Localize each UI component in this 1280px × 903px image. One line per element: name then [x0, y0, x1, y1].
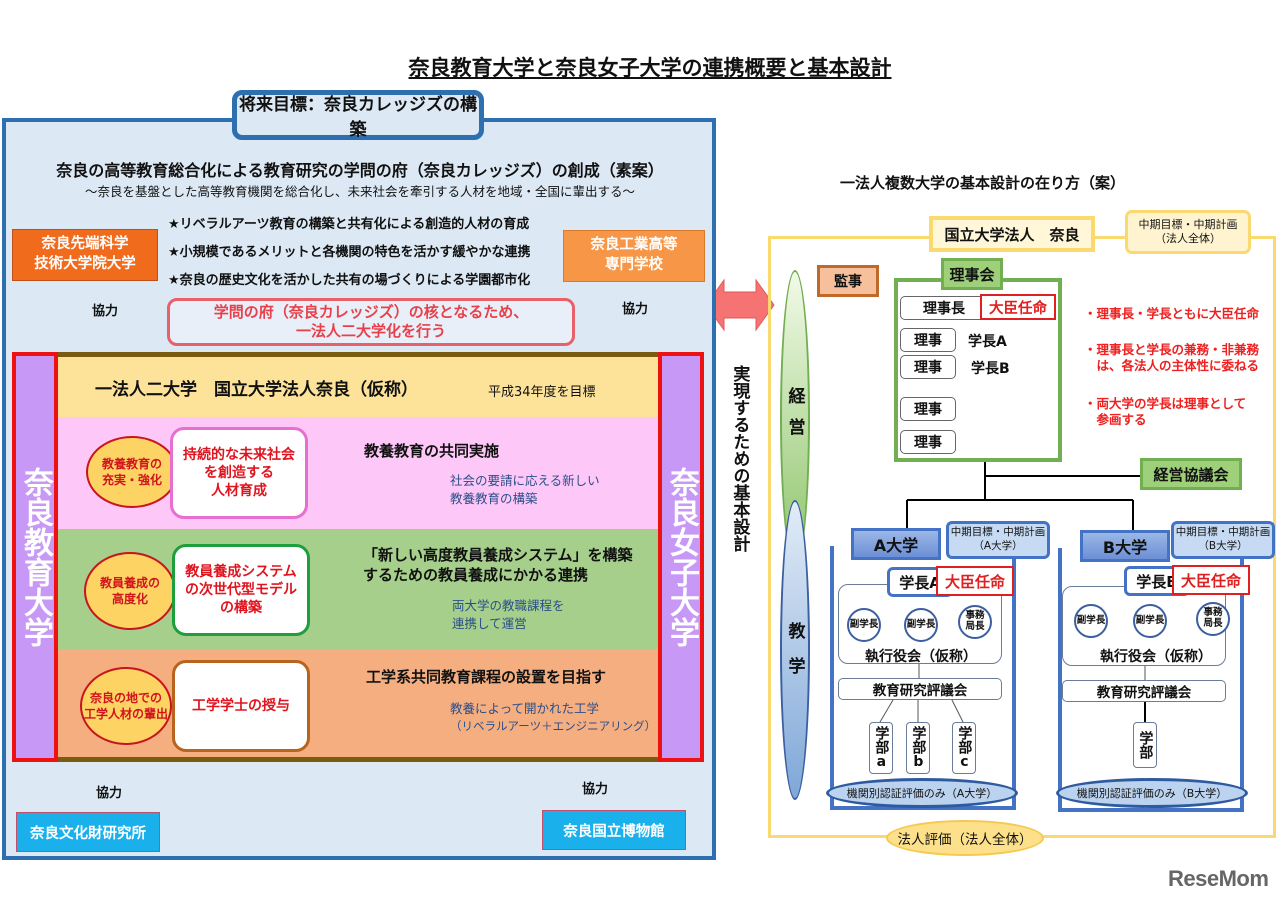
- vice-president: 副学長: [847, 608, 881, 642]
- cooperation-label: 協力: [622, 302, 649, 317]
- resemom-logo: ReseMom: [1168, 866, 1269, 891]
- row-theme: 「新しい高度教員養成システム」を構築 するための教員養成にかかる連携: [363, 546, 633, 585]
- univ-b-certification: 機関別認証評価のみ（B大学）: [1056, 778, 1248, 808]
- union-target-year: 平成34年度を目標: [488, 385, 596, 400]
- future-goal-box: 将来目標：奈良カレッジズの構築: [232, 90, 484, 140]
- initiative-box: 持続的な未来社会 を創造する 人材育成: [170, 427, 308, 519]
- note: ・両大学の学長は理事として 参画する: [1084, 396, 1247, 428]
- faculty-a: 学部a: [869, 722, 893, 774]
- president-a-tag: 学長A: [968, 334, 1007, 350]
- row-subtext: 両大学の教職課程を 連携して運営: [452, 598, 565, 631]
- row-subtext: 社会の要請に応える新しい 教養教育の構築: [450, 473, 600, 506]
- minister-appointed-tag: 大臣任命: [1172, 565, 1250, 595]
- strategy-item: ★奈良の歴史文化を活かした共有の場づくりによる学園都市化: [168, 273, 531, 288]
- page-title: 奈良教育大学と奈良女子大学の連携概要と基本設計: [408, 56, 892, 80]
- note: ・理事長・学長ともに大臣任命: [1084, 306, 1260, 321]
- univ-a-label: A大学: [851, 528, 941, 560]
- univ-b-container: [1058, 548, 1244, 812]
- univ-a-container: [830, 546, 1016, 810]
- univ-a-plan: 中期目標・中期計画 （A大学）: [946, 521, 1050, 559]
- academic-label: 教学: [784, 622, 805, 692]
- core-message-box: 学問の府（奈良カレッジズ）の核となるため、 一法人二大学化を行う: [167, 298, 575, 346]
- management-council: 経営協議会: [1140, 458, 1242, 490]
- union-frame: [57, 352, 661, 762]
- director-box: 理事: [900, 397, 956, 421]
- auditor-box: 監事: [817, 265, 879, 297]
- univ-a-senate: 教育研究評議会: [838, 678, 1002, 700]
- faculty-b: 学部b: [906, 722, 930, 774]
- academic-oval: [780, 500, 810, 800]
- univ-a-certification: 機関別認証評価のみ（A大学）: [826, 778, 1018, 808]
- vice-president: 副学長: [1074, 604, 1108, 638]
- univ-b-label: B大学: [1080, 530, 1170, 562]
- row-subtext: 教養によって開かれた工学 （リベラルアーツ＋エンジニアリング）: [450, 701, 657, 733]
- note: ・理事長と学長の兼務・非兼務 は、各法人の主体性に委ねる: [1084, 342, 1260, 374]
- union-title: 一法人二大学 国立大学法人奈良（仮称）: [95, 380, 418, 400]
- director-box: 理事: [900, 328, 956, 352]
- director-box: 理事: [900, 430, 956, 454]
- secretary-general: 事務局長: [1196, 602, 1230, 636]
- cooperation-label: 協力: [96, 786, 123, 801]
- faculty: 学部: [1133, 722, 1157, 768]
- nara-education-univ-label: 奈良教育大学: [12, 352, 58, 762]
- univ-b-senate: 教育研究評議会: [1062, 680, 1226, 702]
- row-theme: 工学系共同教育課程の設置を目指す: [366, 668, 607, 686]
- cooperation-label: 協力: [582, 782, 609, 797]
- right-title: 一法人複数大学の基本設計の在り方（案）: [840, 174, 1126, 192]
- board-label: 理事会: [941, 258, 1003, 290]
- corporation-name: 国立大学法人 奈良: [929, 216, 1095, 252]
- chairman-box: 理事長: [900, 296, 988, 320]
- secretary-general: 事務局長: [958, 605, 992, 639]
- univ-a-exec-name: 執行役会（仮称）: [865, 649, 977, 665]
- vice-president: 副学長: [904, 608, 938, 642]
- partner-nara-kosen: 奈良工業高等 専門学校: [563, 230, 705, 282]
- goal-circle: 教員養成の 高度化: [84, 552, 176, 630]
- univ-b-exec-name: 執行役会（仮称）: [1100, 649, 1212, 665]
- initiative-box: 教員養成システム の次世代型モデル の構築: [172, 544, 310, 636]
- initiative-box: 工学学士の授与: [172, 660, 310, 752]
- basic-design-label: 実現するための基本設計: [729, 365, 750, 552]
- president-b-tag: 学長B: [971, 361, 1010, 377]
- row-theme: 教養教育の共同実施: [364, 442, 500, 460]
- strategy-item: ★小規模であるメリットと各機関の特色を活かす緩やかな連携: [168, 245, 531, 260]
- nara-women-univ-label: 奈良女子大学: [658, 352, 704, 762]
- goal-circle: 教養教育の 充実・強化: [86, 436, 178, 508]
- corporation-evaluation: 法人評価（法人全体）: [886, 820, 1044, 856]
- union-header-band: [57, 357, 661, 417]
- minister-appointed-tag: 大臣任命: [980, 294, 1056, 320]
- faculty-c: 学部c: [952, 722, 976, 774]
- director-box: 理事: [900, 355, 956, 379]
- univ-b-plan: 中期目標・中期計画 （B大学）: [1171, 521, 1275, 559]
- vision-title: 奈良の高等教育総合化による教育研究の学問の府（奈良カレッジズ）の創成（素案）: [56, 161, 664, 180]
- partner-nara-cultural-properties-institute: 奈良文化財研究所: [16, 812, 160, 852]
- partner-nara-national-museum: 奈良国立博物館: [542, 810, 686, 850]
- double-arrow-icon: [705, 278, 775, 332]
- vision-subtitle: ～奈良を基盤とした高等教育機関を総合化し、未来社会を牽引する人材を地域・全国に輩…: [84, 184, 635, 199]
- vice-president: 副学長: [1133, 604, 1167, 638]
- cooperation-label: 協力: [92, 304, 119, 319]
- goal-circle: 奈良の地での 工学人材の輩出: [80, 667, 172, 745]
- partner-naist: 奈良先端科学 技術大学院大学: [12, 229, 158, 281]
- minister-appointed-tag: 大臣任命: [936, 566, 1014, 596]
- corporation-plan: 中期目標・中期計画 （法人全体）: [1125, 210, 1251, 254]
- management-label: 経営: [784, 387, 805, 449]
- strategy-item: ★リベラルアーツ教育の構築と共有化による創造的人材の育成: [168, 217, 530, 232]
